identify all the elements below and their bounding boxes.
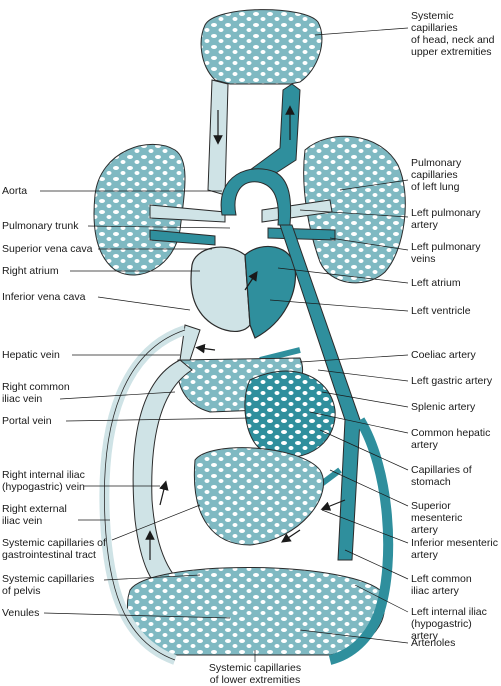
- label-superior-mesenteric-artery: Superior mesenteric artery: [411, 500, 463, 536]
- flow-arrow: [159, 480, 169, 506]
- label-left-atrium: Left atrium: [411, 277, 461, 289]
- flow-arrow: [281, 529, 301, 543]
- pulmonary-veins-left: [267, 227, 336, 241]
- label-coeliac-artery: Coeliac artery: [411, 349, 476, 361]
- pulmonary-artery-right: [149, 204, 226, 223]
- flow-arrow: [244, 271, 258, 291]
- label-left-internal-iliac-artery: Left internal iliac (hypogastric) artery: [411, 606, 487, 642]
- left-heart: [244, 245, 297, 339]
- label-inferior-mesenteric-artery: Inferior mesenteric artery: [411, 537, 498, 561]
- label-arterioles: Arterioles: [411, 637, 456, 649]
- right-lung: [93, 143, 186, 276]
- label-left-ventricle: Left ventricle: [411, 305, 471, 317]
- label-left-common-iliac-artery: Left common iliac artery: [411, 573, 472, 597]
- label-common-hepatic-artery: Common hepatic artery: [411, 427, 491, 451]
- head-capillary-bed: [200, 9, 323, 85]
- label-gi-capillaries: Systemic capillaries of gastrointestinal…: [2, 537, 106, 561]
- gi-capillary-bed: [193, 447, 324, 546]
- label-hepatic-vein: Hepatic vein: [2, 349, 60, 361]
- label-splenic-artery: Splenic artery: [411, 401, 476, 413]
- label-left-pulmonary-artery: Left pulmonary artery: [411, 207, 481, 231]
- aortic-arch: [220, 168, 292, 226]
- label-superior-vena-cava: Superior vena cava: [2, 243, 93, 255]
- label-left-pulmonary-veins: Left pulmonary veins: [411, 241, 481, 265]
- leader-lines-left: [40, 190, 251, 619]
- right-heart: [190, 246, 251, 333]
- label-right-external-iliac-vein: Right external iliac vein: [2, 503, 67, 527]
- head-artery-loop: [249, 83, 301, 183]
- label-portal-vein: Portal vein: [2, 415, 52, 427]
- label-left-lung-capillaries: Pulmonary capillaries of left lung: [411, 157, 462, 193]
- flow-arrow: [195, 343, 216, 354]
- stomach-capillary-bed: [244, 370, 336, 458]
- flow-arrow: [320, 499, 346, 511]
- label-right-internal-iliac-vein: Right internal iliac (hypogastric) vein: [2, 469, 85, 493]
- label-stomach-capillaries: Capillaries of stomach: [411, 464, 472, 488]
- lower-extremity-capillary-bed: [126, 567, 385, 656]
- label-lower-extremity-capillaries: Systemic capillaries of lower extremitie…: [208, 662, 302, 686]
- label-pelvis-capillaries: Systemic capillaries of pelvis: [2, 573, 95, 597]
- label-head-capillaries: Systemic capillaries of head, neck and u…: [411, 10, 495, 58]
- label-pulmonary-trunk: Pulmonary trunk: [2, 220, 79, 232]
- label-left-gastric-artery: Left gastric artery: [411, 375, 493, 387]
- label-aorta: Aorta: [2, 185, 28, 197]
- label-right-atrium: Right atrium: [2, 265, 59, 277]
- label-right-common-iliac-vein: Right common iliac vein: [2, 381, 70, 405]
- leader-lines-right: [254, 27, 409, 662]
- venous-trunk: [132, 359, 193, 601]
- label-venules: Venules: [2, 607, 40, 619]
- outer-arterial-loop: [328, 417, 394, 665]
- descending-aorta: [279, 224, 361, 561]
- pulmonary-veins-right: [149, 229, 216, 246]
- label-inferior-vena-cava: Inferior vena cava: [2, 291, 86, 303]
